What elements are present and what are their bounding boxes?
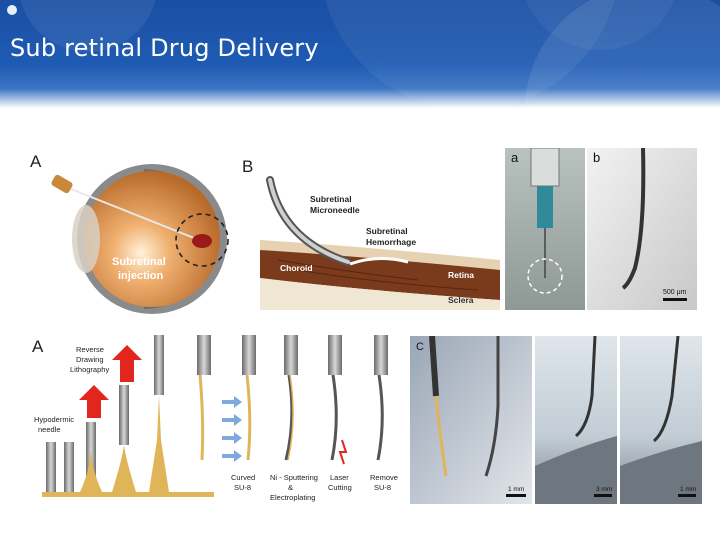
step2-label-1: Ni - Sputtering	[270, 473, 318, 482]
step3-label-2: Cutting	[328, 483, 352, 492]
step4-label-2: SU-8	[374, 483, 391, 492]
scale-label-3: 1 mm	[680, 486, 696, 493]
fabrication-process-figure: A Reverse Drawing Lithog	[24, 330, 410, 510]
hypodermic-label-1: Hypodermic	[34, 415, 74, 424]
choroid-label: Choroid	[280, 263, 313, 273]
retina-illustration: B Subretinal Microneedle Subretinal Hemo…	[242, 157, 500, 310]
slide-title: Sub retinal Drug Delivery	[10, 34, 319, 62]
slide-header: Sub retinal Drug Delivery	[0, 0, 720, 108]
photo-b-letter: b	[593, 150, 600, 165]
reverse-label-1: Reverse	[76, 345, 104, 354]
step2-label-2: &	[288, 483, 293, 492]
eye-illustration: A Subretinal injection	[30, 152, 229, 314]
scale-bar-label: 500 μm	[663, 289, 687, 296]
eye-injection-figure: A Subretinal injection	[24, 145, 239, 315]
hemorrhage-label-1: Subretinal	[366, 226, 408, 236]
microneedle-photos: C 1 mm 3 mm 1 mm	[410, 336, 702, 504]
sclera-label: Sclera	[448, 295, 474, 305]
retina-label: Retina	[448, 270, 474, 280]
scale-label-2: 3 mm	[596, 486, 612, 493]
needle-label-1: Subretinal	[310, 194, 352, 204]
step3-label-1: Laser	[330, 473, 349, 482]
hypodermic-label-2: needle	[38, 425, 61, 434]
syringe-photo-figure: a b 500 μm	[505, 148, 697, 310]
injection-label: injection	[118, 270, 164, 282]
panel-letter: A	[32, 337, 44, 356]
panel-letter: A	[30, 152, 42, 171]
reverse-label-3: Lithography	[70, 365, 109, 374]
reverse-label-2: Drawing	[76, 355, 104, 364]
photo-a-letter: a	[511, 150, 519, 165]
scale-label-1: 1 mm	[508, 486, 524, 493]
microneedle-photo-figure: C 1 mm 3 mm 1 mm	[410, 336, 702, 504]
step1-label-2: SU-8	[234, 483, 251, 492]
subretinal-label: Subretinal	[112, 256, 166, 268]
header-decoration	[7, 0, 720, 108]
step4-label-1: Remove	[370, 473, 398, 482]
step2-label-3: Electroplating	[270, 493, 315, 502]
panel-letter: B	[242, 157, 253, 176]
fabrication-diagram: A Reverse Drawing Lithog	[32, 335, 398, 502]
needle-label-2: Microneedle	[310, 205, 360, 215]
syringe-photos: a b 500 μm	[505, 148, 697, 310]
panel-letter: C	[416, 341, 424, 353]
hemorrhage-label-2: Hemorrhage	[366, 237, 416, 247]
step1-label-1: Curved	[231, 473, 255, 482]
retina-layers-figure: B Subretinal Microneedle Subretinal Hemo…	[238, 150, 500, 310]
